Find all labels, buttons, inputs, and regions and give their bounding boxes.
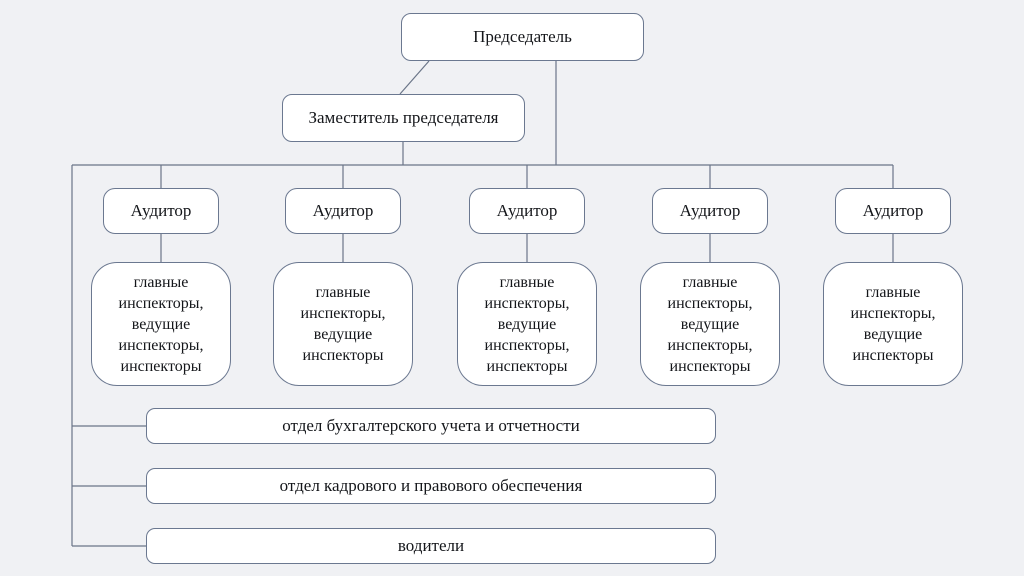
node-auditor-5: Аудитор: [835, 188, 951, 234]
node-inspectors-5: главные инспекторы, ведущие инспекторы: [823, 262, 963, 386]
node-auditor-4: Аудитор: [652, 188, 768, 234]
node-auditor-2: Аудитор: [285, 188, 401, 234]
node-department-accounting: отдел бухгалтерского учета и отчетности: [146, 408, 716, 444]
node-auditor-3: Аудитор: [469, 188, 585, 234]
connector-chairman-deputy: [399, 60, 430, 95]
node-department-drivers: водители: [146, 528, 716, 564]
node-deputy-chairman: Заместитель председателя: [282, 94, 525, 142]
node-inspectors-3: главные инспекторы, ведущие инспекторы, …: [457, 262, 597, 386]
node-inspectors-1: главные инспекторы, ведущие инспекторы, …: [91, 262, 231, 386]
node-inspectors-2: главные инспекторы, ведущие инспекторы: [273, 262, 413, 386]
node-auditor-1: Аудитор: [103, 188, 219, 234]
node-chairman: Председатель: [401, 13, 644, 61]
node-inspectors-4: главные инспекторы, ведущие инспекторы, …: [640, 262, 780, 386]
node-department-hr-legal: отдел кадрового и правового обеспечения: [146, 468, 716, 504]
